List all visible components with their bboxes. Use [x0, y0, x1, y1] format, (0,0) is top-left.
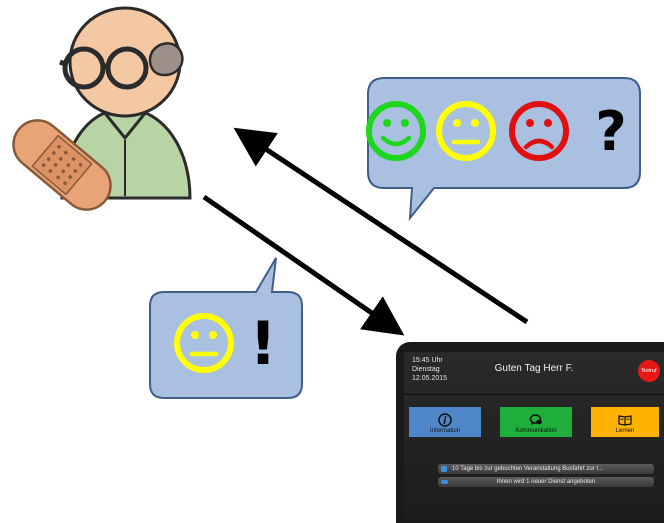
emergency-label: Notruf	[641, 368, 657, 374]
service-notification[interactable]: Ihnen wird 1 neuer Dienst angeboten	[438, 477, 654, 487]
neutral-smiley-icon	[436, 101, 496, 161]
event-notification-text: 10 Tage bis zur gebuchten Veranstaltung …	[452, 466, 603, 472]
date-text: 12.05.2015	[412, 375, 448, 382]
glasses-icon	[59, 46, 149, 90]
response-speech-bubble: !	[149, 257, 303, 399]
arrow-tablet-to-person	[233, 127, 529, 325]
greeting-text: Guten Tag Herr F.	[494, 363, 574, 374]
handshake-icon	[441, 480, 448, 484]
learning-button[interactable]: Lernen	[591, 407, 659, 437]
tile-label-communication: Kommunikation	[515, 428, 557, 434]
event-notification[interactable]: 10 Tage bis zur gebuchten Veranstaltung …	[438, 464, 654, 474]
time-text: 15:45 Uhr	[412, 357, 443, 364]
bandage-icon	[12, 119, 112, 211]
service-notification-text: Ihnen wird 1 neuer Dienst angeboten	[496, 479, 596, 485]
day-text: Dienstag	[412, 366, 440, 373]
tablet-device: 15:45 Uhr Dienstag 12.05.2015 Guten Tag …	[396, 342, 664, 523]
information-button[interactable]: Information	[409, 407, 481, 437]
chat-icon	[529, 414, 542, 425]
clock-display: 15:45 Uhr Dienstag 12.05.2015	[412, 356, 447, 383]
happy-smiley-icon	[366, 101, 426, 161]
info-icon	[438, 413, 452, 427]
book-icon	[618, 415, 632, 426]
sad-smiley-icon	[509, 101, 569, 161]
arrow-person-to-tablet	[202, 194, 405, 336]
exclamation-mark: !	[249, 309, 276, 379]
tile-label-learning: Lernen	[615, 428, 635, 434]
question-mark: ?	[595, 100, 626, 163]
calendar-icon	[441, 466, 447, 472]
tablet-screen: 15:45 Uhr Dienstag 12.05.2015 Guten Tag …	[404, 352, 664, 519]
communication-button[interactable]: Kommunikation	[500, 407, 572, 437]
tile-label-information: Information	[429, 428, 460, 434]
feedback-speech-bubble: ?	[366, 77, 641, 222]
emergency-button[interactable]: Notruf	[638, 360, 660, 382]
tablet-header: 15:45 Uhr Dienstag 12.05.2015 Guten Tag …	[404, 352, 664, 395]
neutral-smiley-icon	[174, 313, 234, 373]
